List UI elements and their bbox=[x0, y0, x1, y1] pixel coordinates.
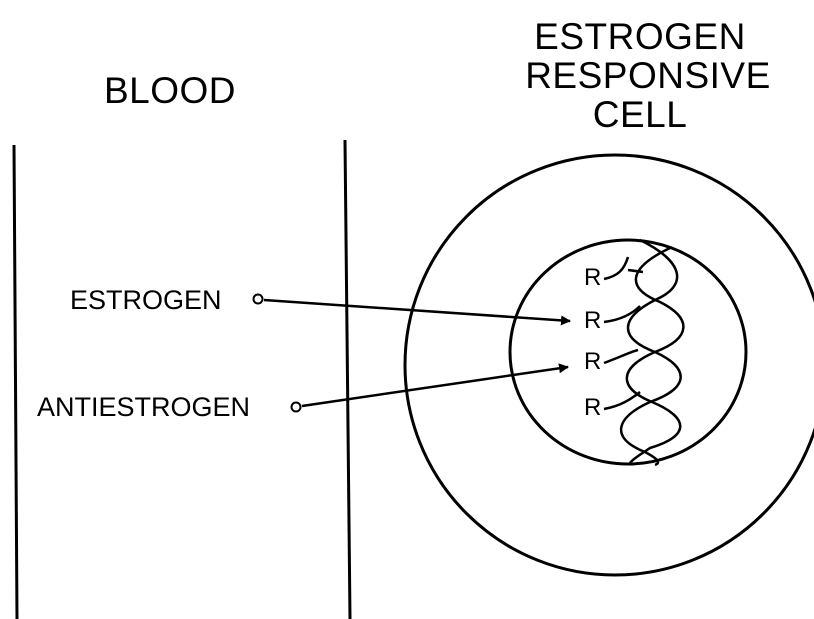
cell-nucleus bbox=[510, 240, 746, 464]
cell-title-line-3: CELL bbox=[593, 96, 688, 133]
estrogen-arrow bbox=[264, 300, 570, 321]
cell-title-line-2: RESPONSIVE bbox=[525, 57, 771, 94]
estrogen-molecule-dot bbox=[254, 295, 263, 304]
estrogen-label: ESTROGEN bbox=[70, 287, 222, 314]
dna-strand-b bbox=[627, 248, 684, 463]
receptor-label-4: R bbox=[584, 396, 601, 420]
blood-vessel-right-wall bbox=[345, 140, 350, 619]
receptor-link-3 bbox=[604, 350, 638, 363]
blood-vessel-left-wall bbox=[14, 145, 17, 619]
cell-membrane bbox=[405, 155, 814, 575]
receptor-label-1: R bbox=[584, 266, 601, 290]
antiestrogen-molecule-dot bbox=[292, 403, 301, 412]
antiestrogen-label: ANTIESTROGEN bbox=[37, 394, 250, 421]
receptor-link-4 bbox=[604, 392, 640, 409]
antiestrogen-arrow bbox=[302, 367, 568, 406]
receptor-label-3: R bbox=[584, 350, 601, 374]
blood-label: BLOOD bbox=[104, 72, 236, 109]
receptor-label-2: R bbox=[584, 309, 601, 333]
cell-title-line-1: ESTROGEN bbox=[534, 18, 746, 55]
